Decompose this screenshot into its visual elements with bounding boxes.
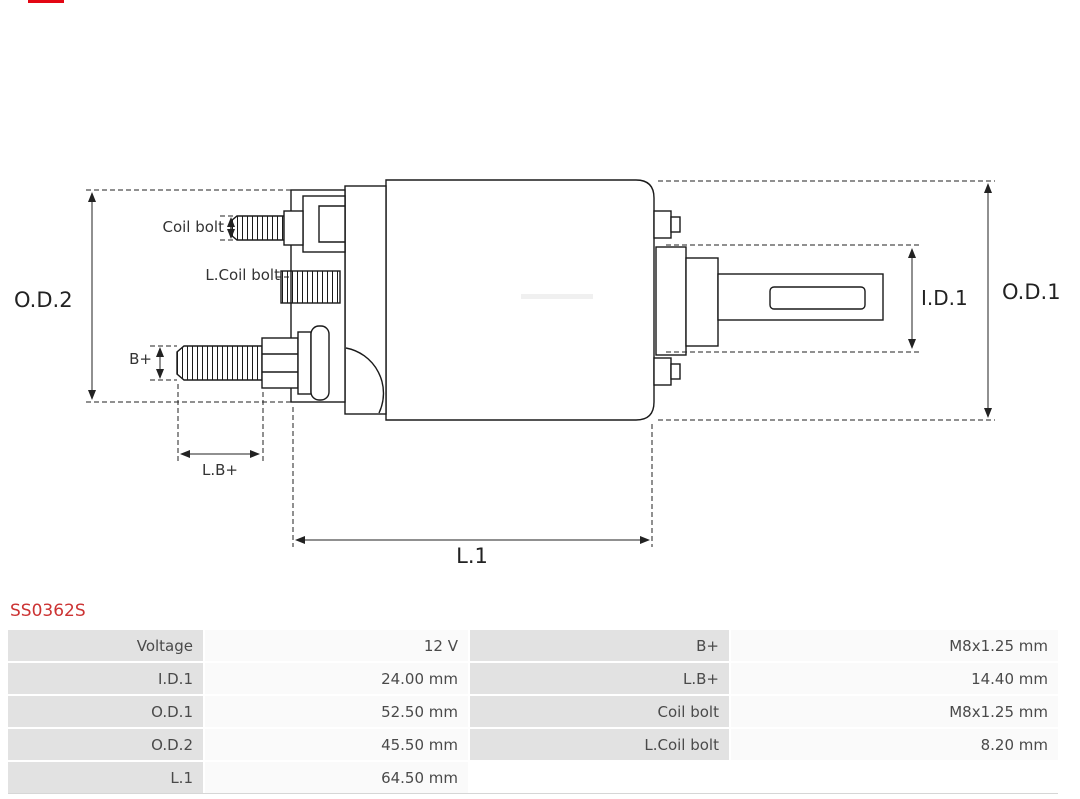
od1-extension-lines [658, 180, 995, 421]
spec-label-cell: O.D.2 [8, 729, 203, 760]
right-tab-top [653, 210, 672, 239]
spec-label-cell: O.D.1 [8, 696, 203, 727]
spec-value-cell: 24.00 mm [205, 663, 468, 694]
id1-extension-lines [666, 244, 921, 353]
right-tab-bottom [653, 357, 672, 386]
l1-extension-lines [292, 407, 653, 547]
spec-empty-cell [470, 762, 729, 793]
id1-label: I.D.1 [921, 286, 968, 310]
coil-bolt-label: Coil bolt [162, 218, 224, 236]
b-plus-extension-lines [150, 345, 177, 381]
spec-label-cell: L.1 [8, 762, 203, 793]
solenoid-body [385, 179, 655, 421]
spec-label-cell: I.D.1 [8, 663, 203, 694]
spec-label-cell: Coil bolt [470, 696, 729, 727]
plunger-slot [769, 286, 866, 310]
b-plus-label: B+ [129, 350, 152, 368]
dimension-lines [86, 180, 995, 547]
body-cap [344, 185, 387, 415]
spec-value-cell: 52.50 mm [205, 696, 468, 727]
spec-value-cell: M8x1.25 mm [731, 630, 1058, 661]
l1-label: L.1 [456, 544, 488, 568]
coil-bolt-extension-lines [220, 215, 233, 241]
part-number: SS0362S [10, 601, 86, 621]
solenoid-outline [176, 179, 884, 421]
b-plus-washer [297, 331, 312, 395]
b-plus-stud [176, 345, 263, 381]
od2-label: O.D.2 [14, 288, 73, 312]
brand-logo-fragment [28, 0, 64, 3]
spec-value-cell: 12 V [205, 630, 468, 661]
spec-label-cell: B+ [470, 630, 729, 661]
coil-bolt-stud [230, 215, 285, 241]
lb-plus-extension-lines [177, 384, 264, 461]
spec-value-cell: M8x1.25 mm [731, 696, 1058, 727]
solenoid-technical-drawing [86, 179, 995, 547]
spec-value-cell: 64.50 mm [205, 762, 468, 793]
spec-table: Voltage 12 V B+ M8x1.25 mm I.D.1 24.00 m… [8, 630, 1058, 794]
spec-value-cell: 14.40 mm [731, 663, 1058, 694]
cap-arc-detail [345, 347, 385, 414]
b-plus-collar [310, 325, 330, 401]
spec-value-cell: 45.50 mm [205, 729, 468, 760]
coil-terminal-ribs [280, 270, 341, 304]
coil-bolt-base [283, 210, 304, 246]
plunger-boot-step2 [685, 257, 719, 347]
plunger-boot-step1 [655, 246, 687, 356]
watermark-artifact [521, 294, 593, 299]
spec-empty-cell [731, 762, 1058, 793]
terminal-housing [302, 195, 346, 253]
od1-label: O.D.1 [1002, 280, 1061, 304]
od2-extension-lines [86, 189, 291, 403]
l-coil-bolt-label: L.Coil bolt [205, 266, 280, 284]
spec-value-cell: 8.20 mm [731, 729, 1058, 760]
spec-label-cell: L.B+ [470, 663, 729, 694]
b-plus-nut [261, 337, 299, 389]
spec-label-cell: L.Coil bolt [470, 729, 729, 760]
terminal-slot [318, 205, 345, 243]
spec-label-cell: Voltage [8, 630, 203, 661]
l-b-plus-label: L.B+ [202, 461, 238, 479]
